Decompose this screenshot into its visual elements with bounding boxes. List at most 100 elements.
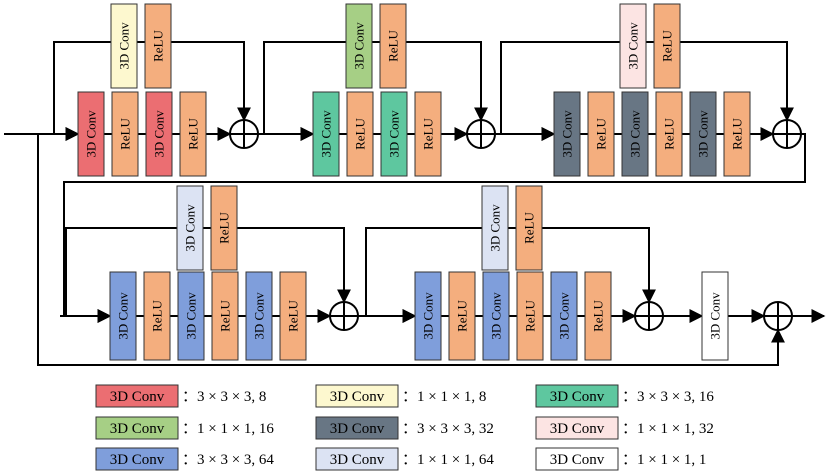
relu-label: ReLU <box>353 118 368 150</box>
legend-swatch <box>95 416 179 440</box>
conv-label: 3D Conv <box>387 110 402 158</box>
sum-node-4 <box>329 301 359 331</box>
relu-label: ReLU <box>118 118 133 150</box>
relu-label: ReLU <box>660 30 675 62</box>
legend-conv-label: 3D Conv <box>330 452 385 468</box>
legend-spec: ：3 × 3 × 3, 8 <box>182 389 266 405</box>
relu-block: ReLU <box>448 271 476 361</box>
relu-block: ReLU <box>584 271 612 361</box>
relu-label: ReLU <box>151 30 166 62</box>
conv3d-block: 3D Conv <box>145 91 173 177</box>
relu-label: ReLU <box>730 118 745 150</box>
relu-block: ReLU <box>211 271 239 361</box>
relu-label: ReLU <box>591 300 606 332</box>
global-skip-arrow <box>37 134 785 366</box>
legend-swatch <box>95 384 179 408</box>
skip-loop-arrow <box>65 227 351 316</box>
relu-block: ReLU <box>655 91 683 177</box>
conv-label: 3D Conv <box>152 110 167 158</box>
legend-conv-label: 3D Conv <box>550 421 605 437</box>
conv3d-block: 3D Conv <box>414 271 442 361</box>
skip-relu-block: ReLU <box>653 3 681 89</box>
conv3d-block: 3D Conv <box>77 91 105 177</box>
legend-spec: ：3 × 3 × 3, 32 <box>402 421 494 437</box>
legend-conv-label: 3D Conv <box>330 421 385 437</box>
legend-spec: ：1 × 1 × 1, 1 <box>622 452 706 468</box>
legend-spec: ：1 × 1 × 1, 64 <box>402 452 494 468</box>
conv-label: 3D Conv <box>421 292 436 340</box>
relu-label: ReLU <box>386 30 401 62</box>
relu-label: ReLU <box>186 118 201 150</box>
final-sum-node <box>763 301 793 331</box>
legend-swatch <box>315 416 399 440</box>
relu-label: ReLU <box>286 300 301 332</box>
skip-conv3d-block: 3D Conv <box>481 185 509 271</box>
legend-swatch <box>95 447 179 471</box>
sum-node-5 <box>634 301 664 331</box>
legend-conv-label: 3D Conv <box>330 389 385 405</box>
legend-conv-label: 3D Conv <box>110 389 165 405</box>
conv3d-block: 3D Conv <box>621 91 649 177</box>
skip-relu-block: ReLU <box>144 3 172 89</box>
conv3d-block: 3D Conv <box>177 271 205 361</box>
final-conv3d-block: 3D Conv <box>701 271 729 361</box>
relu-block: ReLU <box>516 271 544 361</box>
legend-spec: ：1 × 1 × 1, 32 <box>622 421 714 437</box>
relu-label: ReLU <box>662 118 677 150</box>
conv-label: 3D Conv <box>184 292 199 340</box>
skip-relu-block: ReLU <box>379 3 407 89</box>
relu-label: ReLU <box>421 118 436 150</box>
conv-label: 3D Conv <box>117 22 132 70</box>
legend-swatch <box>315 447 399 471</box>
legend-item: 3D Conv：3 × 3 × 3, 64 <box>95 447 274 471</box>
skip-conv3d-block: 3D Conv <box>345 3 373 89</box>
conv-label: 3D Conv <box>488 204 503 252</box>
conv3d-block: 3D Conv <box>689 91 717 177</box>
skip-conv3d-block: 3D Conv <box>176 185 204 271</box>
conv3d-block: 3D Conv <box>109 271 137 361</box>
relu-block: ReLU <box>723 91 751 177</box>
conv-label: 3D Conv <box>489 292 504 340</box>
sum-node-2 <box>466 119 496 149</box>
legend-conv-label: 3D Conv <box>550 452 605 468</box>
legend-swatch <box>535 447 619 471</box>
relu-block: ReLU <box>279 271 307 361</box>
legend-item: 3D Conv ：1 × 1 × 1, 64 <box>315 447 494 471</box>
legend-spec: ：3 × 3 × 3, 64 <box>182 452 274 468</box>
legend-conv-label: 3D Conv <box>110 421 165 437</box>
conv3d-block: 3D Conv <box>553 91 581 177</box>
relu-block: ReLU <box>587 91 615 177</box>
conv-label: 3D Conv <box>626 22 641 70</box>
relu-label: ReLU <box>455 300 470 332</box>
sum-node-3 <box>772 119 802 149</box>
relu-block: ReLU <box>346 91 374 177</box>
relu-label: ReLU <box>150 300 165 332</box>
legend-swatch <box>535 416 619 440</box>
legend-item: 3D Conv ：3 × 3 × 3, 8 <box>95 384 266 408</box>
relu-block: ReLU <box>143 271 171 361</box>
conv-label: 3D Conv <box>557 292 572 340</box>
skip-relu-block: ReLU <box>515 185 543 271</box>
conv-label: 3D Conv <box>116 292 131 340</box>
relu-label: ReLU <box>522 212 537 244</box>
legend-item: 3D Conv ：1 × 1 × 1, 1 <box>535 447 706 471</box>
relu-label: ReLU <box>594 118 609 150</box>
conv3d-block: 3D Conv <box>380 91 408 177</box>
conv-label: 3D Conv <box>628 110 643 158</box>
skip-relu-block: ReLU <box>210 185 238 271</box>
row-wrap-arrow <box>63 133 806 323</box>
conv-label: 3D Conv <box>352 22 367 70</box>
legend-item: 3D Conv ：3 × 3 × 3, 32 <box>315 416 494 440</box>
legend-swatch <box>315 384 399 408</box>
conv-label: 3D Conv <box>84 110 99 158</box>
conv3d-block: 3D Conv <box>550 271 578 361</box>
sum-node-1 <box>229 119 259 149</box>
relu-label: ReLU <box>218 300 233 332</box>
legend-item: 3D Conv：1 × 1 × 1, 16 <box>95 416 274 440</box>
